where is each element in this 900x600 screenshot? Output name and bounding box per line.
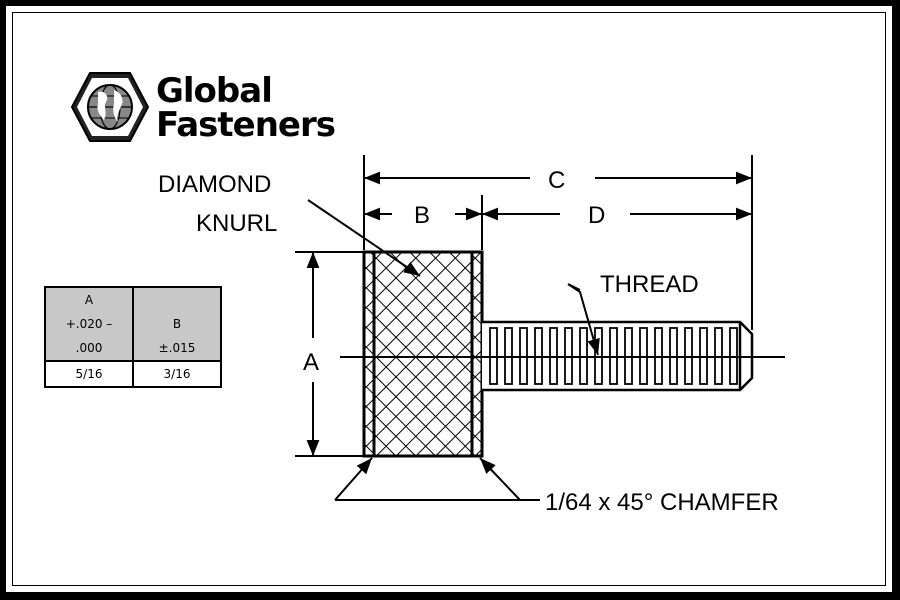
dim-label-d: D xyxy=(588,202,605,229)
dim-label-b: B xyxy=(414,202,430,229)
col-a-header-line: .000 xyxy=(75,341,103,355)
table-header-row: A +.020 – .000 B ±.015 xyxy=(44,286,222,362)
col-a-header-line: +.020 – xyxy=(65,317,113,331)
logo: Global Fasteners xyxy=(70,70,340,145)
col-a-header: A +.020 – .000 xyxy=(44,286,134,362)
inner-border xyxy=(12,12,886,586)
label-knurl: KNURL xyxy=(196,210,277,237)
table-row: 5/16 3/16 xyxy=(44,360,222,388)
dim-label-c: C xyxy=(548,167,565,194)
col-b-header-line: B xyxy=(172,317,182,331)
col-a-header-line: A xyxy=(84,293,94,307)
knurled-head xyxy=(362,250,484,458)
col-b-value: 3/16 xyxy=(132,360,222,388)
brand-line-2: Fasteners xyxy=(156,105,336,145)
label-diamond: DIAMOND xyxy=(158,171,271,198)
dimension-lines xyxy=(306,171,752,456)
label-chamfer: 1/64 x 45° CHAMFER xyxy=(545,489,779,516)
col-a-value: 5/16 xyxy=(44,360,134,388)
dim-label-a: A xyxy=(303,349,319,376)
extension-lines xyxy=(295,155,753,457)
hex-globe-icon xyxy=(70,72,150,142)
label-thread: THREAD xyxy=(600,271,699,298)
spec-table: A +.020 – .000 B ±.015 5/16 3/16 xyxy=(44,286,222,388)
col-b-header: B ±.015 xyxy=(132,286,222,362)
col-b-header-line: ±.015 xyxy=(158,341,196,355)
leader-lines xyxy=(307,199,598,501)
brand-line-1: Global xyxy=(156,71,273,111)
